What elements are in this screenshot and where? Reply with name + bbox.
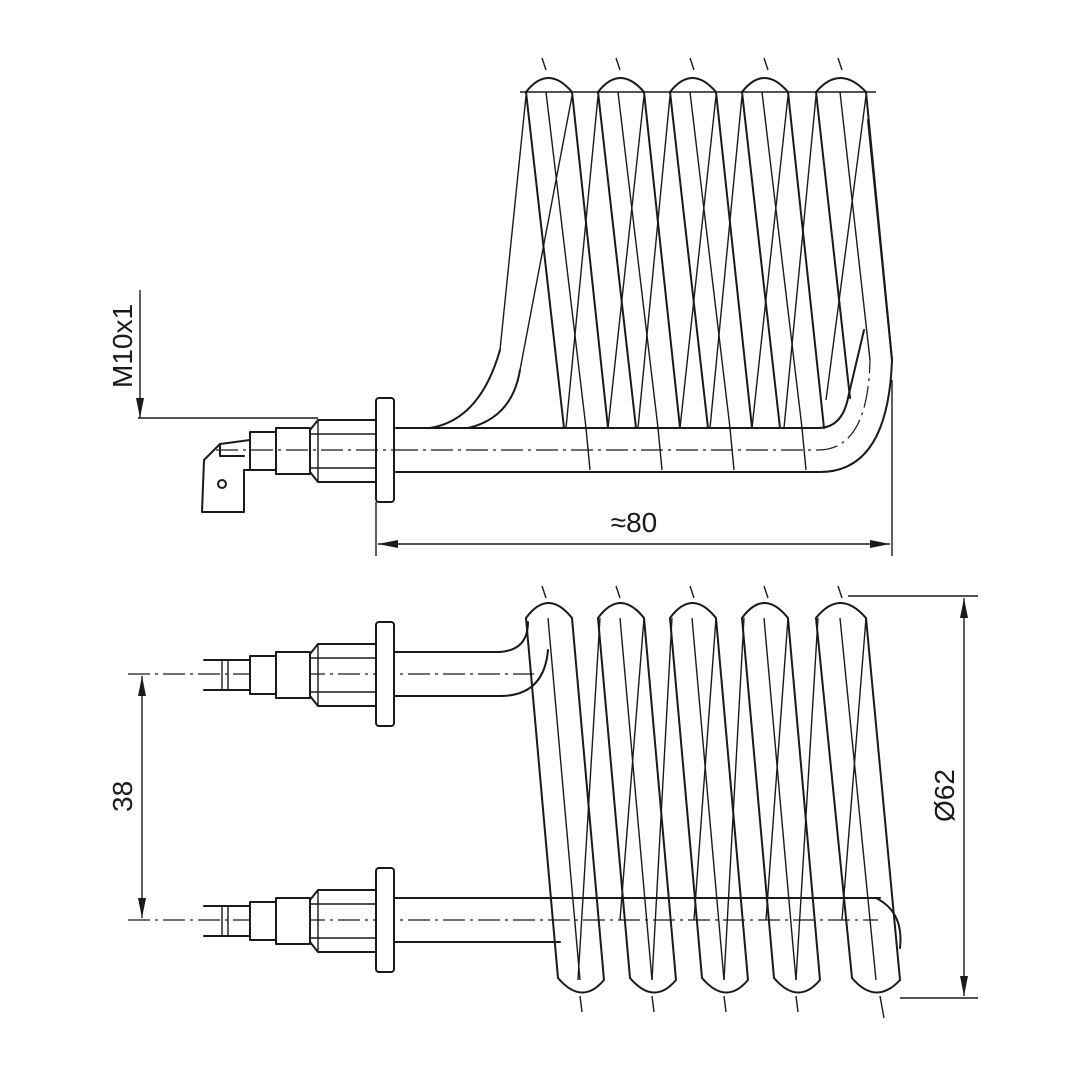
bottom-view: 38 Ø62 [107,585,978,1019]
length-dimension-label: ≈80 [611,507,658,538]
top-fitting [201,397,396,513]
bottom-lower-fitting [203,867,395,973]
bottom-coil [525,585,901,1019]
spacing-dimension-label: 38 [107,781,138,812]
thread-dimension-label: M10x1 [107,304,138,388]
thread-leader [136,290,318,419]
bottom-upper-fitting [203,621,395,727]
diameter-dimension [848,595,978,999]
length-dimension [375,380,893,556]
top-view: M10x1 ≈80 [107,57,893,556]
bottom-upper-pipe [128,621,549,697]
diameter-dimension-label: Ø62 [929,769,960,822]
top-return-pipe [395,119,893,473]
top-coil [499,57,893,471]
